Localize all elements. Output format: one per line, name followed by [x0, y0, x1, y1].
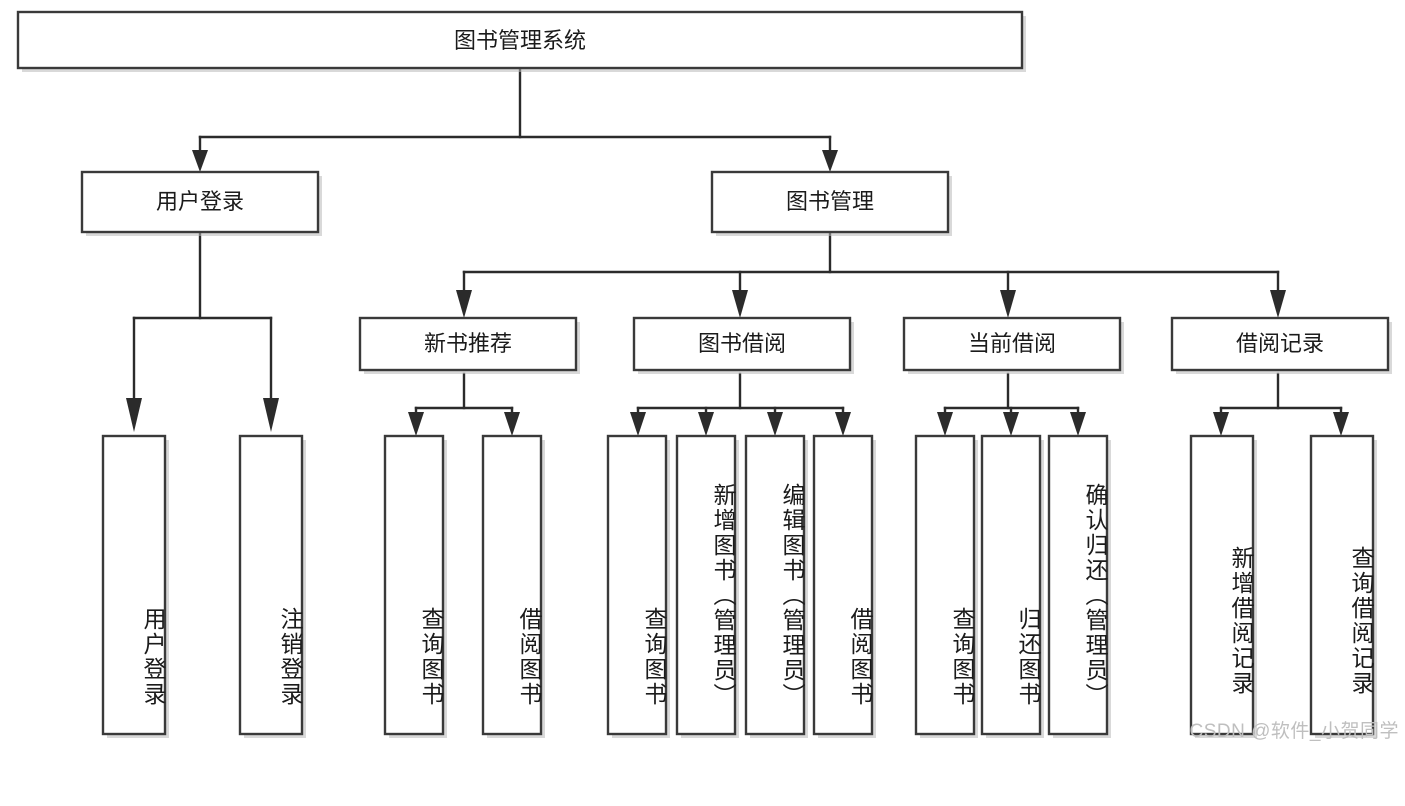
- book-borrow-node-label: 图书借阅: [698, 331, 786, 356]
- leaf-borrow-book-2-box[interactable]: [812, 434, 874, 736]
- book-manage-node-box[interactable]: [710, 170, 950, 234]
- arrow-to-leaf-borrow-book-2: [835, 412, 851, 436]
- root-node-box[interactable]: [16, 10, 1024, 70]
- arrow-to-current-borrow: [1000, 290, 1016, 318]
- connector-layer: [126, 66, 1349, 436]
- current-borrow-node-box[interactable]: [902, 316, 1122, 372]
- book-manage-node-label: 图书管理: [786, 189, 874, 214]
- borrow-record-node-box[interactable]: [1170, 316, 1390, 372]
- leaf-add-record-box[interactable]: [1189, 434, 1255, 736]
- leaf-return-book-box[interactable]: [980, 434, 1042, 736]
- borrow-record-node-label: 借阅记录: [1236, 331, 1324, 356]
- arrow-to-leaf-query-book-3: [937, 412, 953, 436]
- leaf-confirm-return-box[interactable]: [1047, 434, 1109, 736]
- arrow-to-book-borrow: [732, 290, 748, 318]
- arrow-to-leaf-return-book: [1003, 412, 1019, 436]
- arrow-to-leaf-confirm-return: [1070, 412, 1086, 436]
- arrow-to-leaf-add-record: [1213, 412, 1229, 436]
- leaf-query-record-box[interactable]: [1309, 434, 1375, 736]
- arrow-to-user-login: [192, 150, 208, 172]
- leaf-user-logout-box[interactable]: [238, 434, 304, 736]
- arrow-to-leaf-query-book-2: [630, 412, 646, 436]
- node-layer: 图书管理系统 用户登录 图书管理 新书推荐 图书借阅 当前借阅 借阅记录: [16, 10, 1392, 738]
- leaf-add-book-box[interactable]: [675, 434, 737, 736]
- leaf-borrow-book-1-box[interactable]: [481, 434, 543, 736]
- diagram-canvas: 图书管理系统 用户登录 图书管理 新书推荐 图书借阅 当前借阅 借阅记录: [16, 10, 1399, 742]
- leaf-query-book-1-box[interactable]: [383, 434, 445, 736]
- root-node-label: 图书管理系统: [454, 28, 586, 53]
- arrow-to-leaf-user-logout: [263, 398, 279, 432]
- leaf-query-book-3-box[interactable]: [914, 434, 976, 736]
- arrow-to-book-manage: [822, 150, 838, 172]
- arrow-to-leaf-user-login: [126, 398, 142, 432]
- user-login-node-box[interactable]: [80, 170, 320, 234]
- leaf-edit-book-box[interactable]: [744, 434, 806, 736]
- arrow-to-leaf-edit-book: [767, 412, 783, 436]
- new-book-recommend-node-label: 新书推荐: [424, 331, 512, 356]
- arrow-to-new-book-recommend: [456, 290, 472, 318]
- new-book-recommend-node-box[interactable]: [358, 316, 578, 372]
- arrow-to-leaf-query-book-1: [408, 412, 424, 436]
- arrow-to-leaf-borrow-book-1: [504, 412, 520, 436]
- arrow-to-leaf-add-book: [698, 412, 714, 436]
- arrow-to-leaf-query-record: [1333, 412, 1349, 436]
- leaf-query-book-2-box[interactable]: [606, 434, 668, 736]
- user-login-node-label: 用户登录: [156, 189, 244, 214]
- leaf-user-login-box[interactable]: [101, 434, 167, 736]
- arrow-to-borrow-record: [1270, 290, 1286, 318]
- book-borrow-node-box[interactable]: [632, 316, 852, 372]
- diagram-svg: 图书管理系统 用户登录 图书管理 新书推荐 图书借阅 当前借阅 借阅记录: [16, 10, 1392, 738]
- csdn-watermark: CSDN @软件_小贺同学: [1189, 721, 1399, 742]
- current-borrow-node-label: 当前借阅: [968, 331, 1056, 356]
